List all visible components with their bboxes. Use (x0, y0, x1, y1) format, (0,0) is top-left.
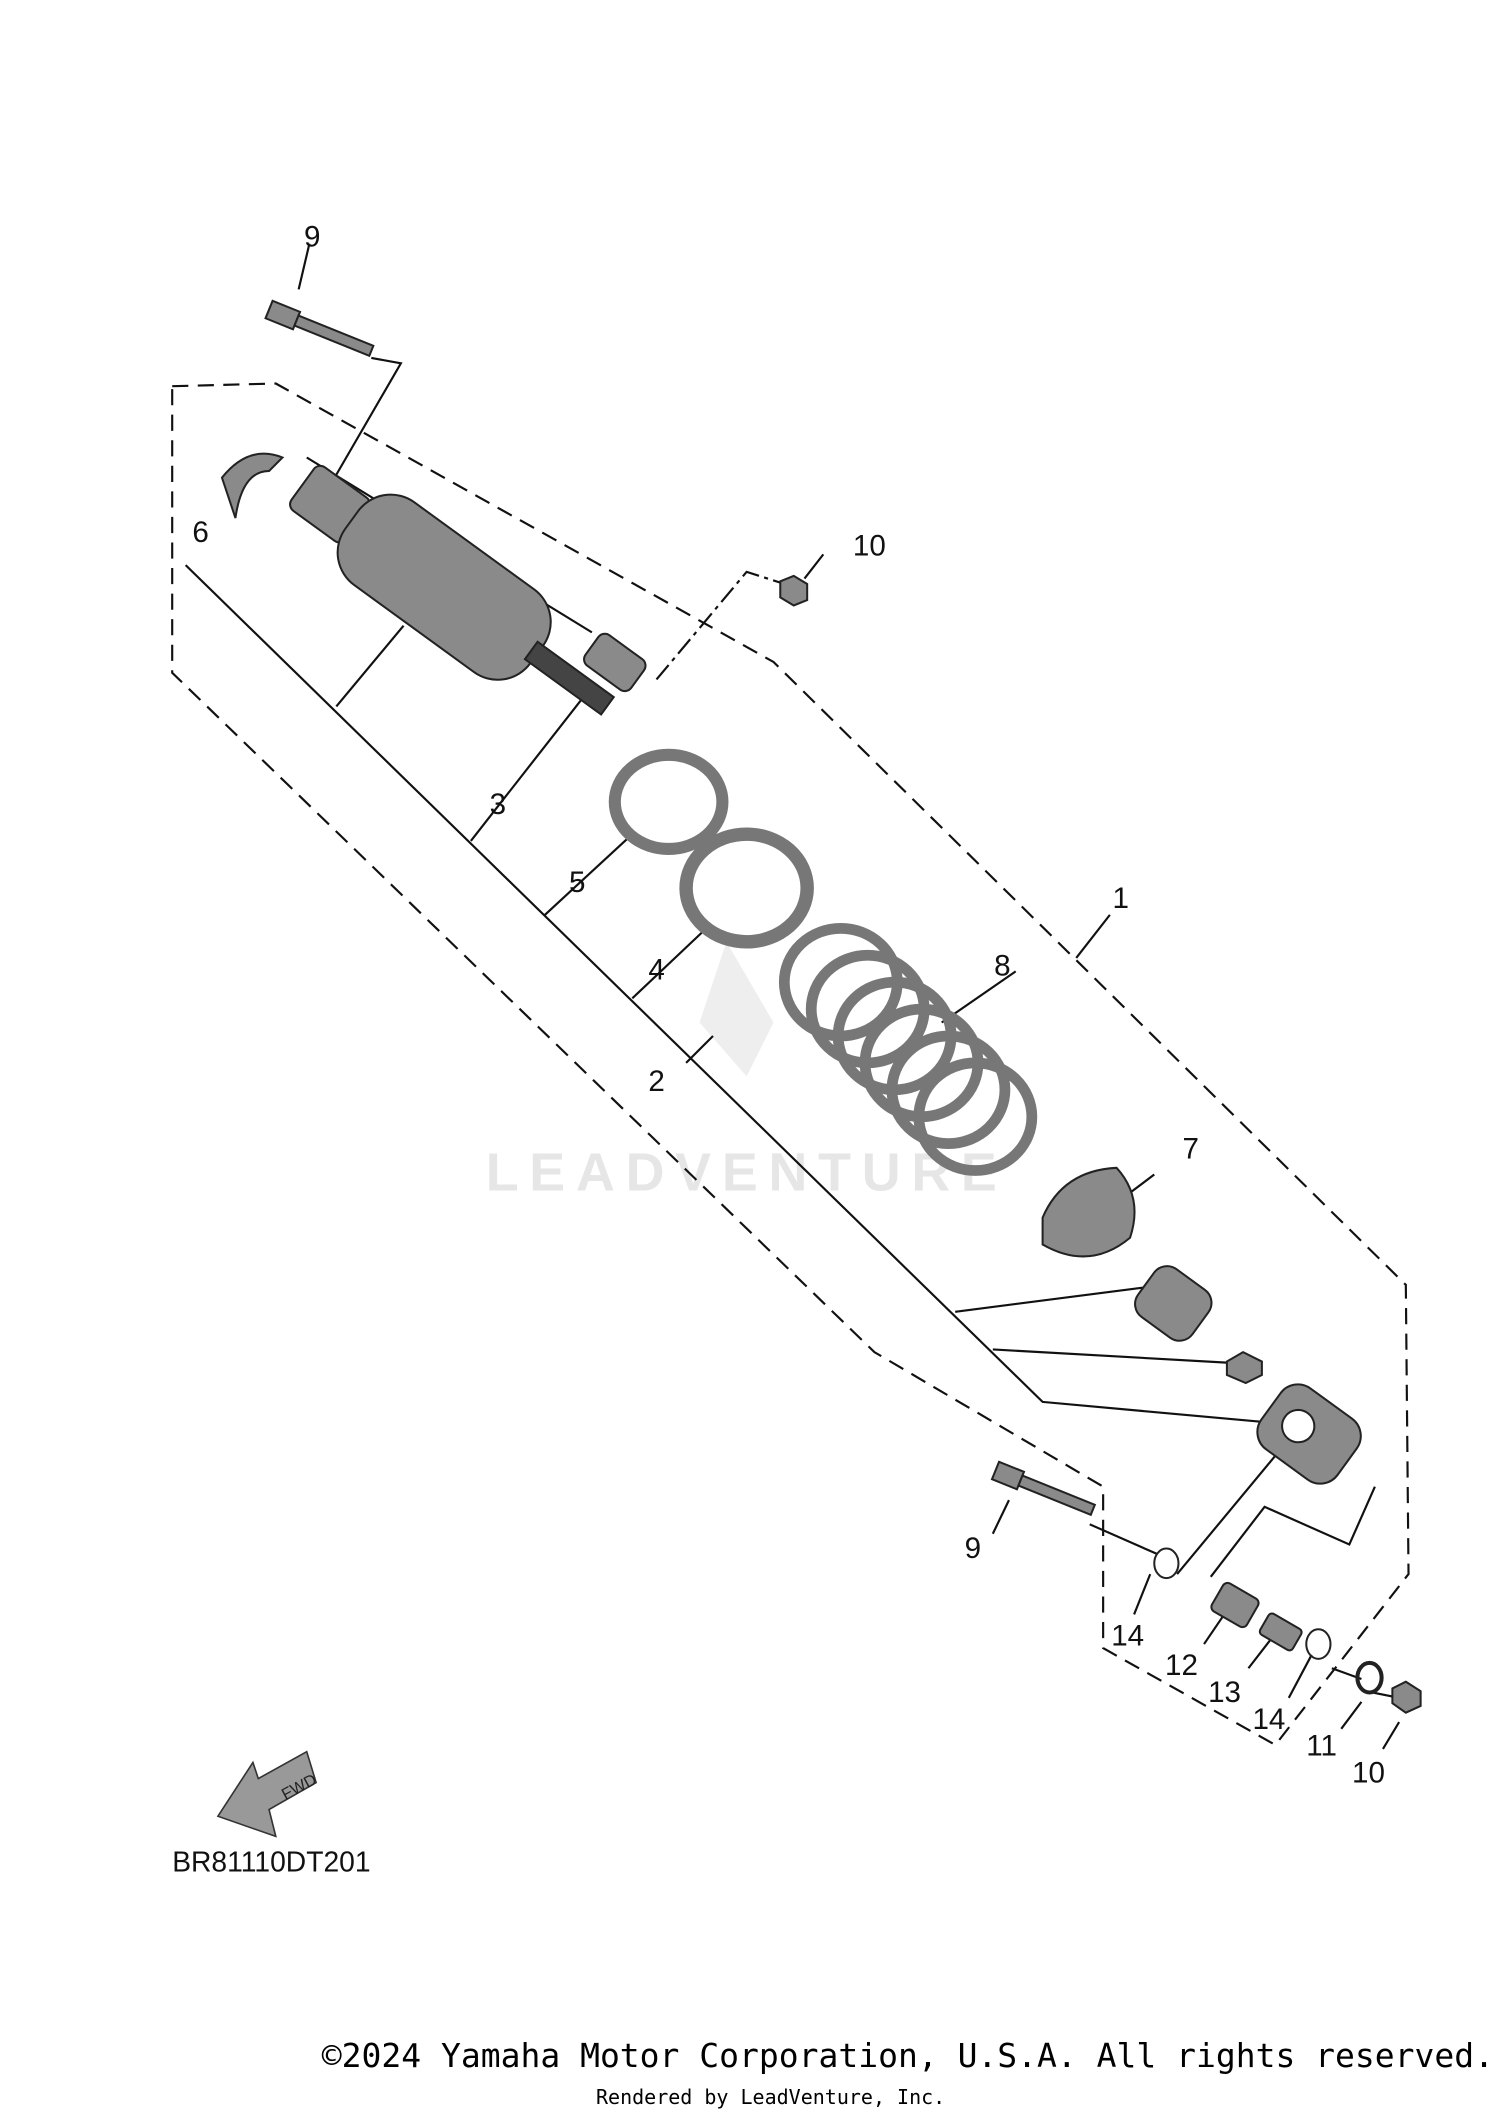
bolt-9-bottom (990, 1460, 1097, 1517)
circlip-14-a (1153, 1547, 1180, 1580)
part-5-ring-nut (608, 748, 729, 856)
washer-11 (1355, 1660, 1384, 1695)
part-3-shock-body (289, 464, 616, 716)
callout-1: 1 (1113, 882, 1129, 915)
watermark-logo (699, 941, 774, 1077)
callout-13: 13 (1208, 1676, 1241, 1709)
part-6-cover (220, 452, 285, 519)
bearing-12 (1210, 1581, 1260, 1629)
bump-stop (1134, 1265, 1213, 1342)
callout-2: 2 (648, 1065, 664, 1098)
callout-14-a: 14 (1111, 1619, 1144, 1652)
diagram-code: BR81110DT201 (172, 1845, 370, 1877)
callout-8: 8 (994, 949, 1010, 982)
part-8-spring (778, 922, 1038, 1176)
nut-10-bottom (1391, 1680, 1422, 1714)
callout-6: 6 (192, 516, 208, 549)
callout-14-b: 14 (1252, 1703, 1285, 1736)
lower-mount-eye (1256, 1383, 1362, 1485)
callout-12: 12 (1165, 1649, 1198, 1682)
callouts: 1 2 3 4 5 6 7 8 9 9 10 10 11 12 13 14 14 (192, 220, 1385, 1789)
callout-10-bottom: 10 (1352, 1757, 1385, 1790)
nut-10-top (779, 574, 809, 607)
callout-9-bottom: 9 (965, 1532, 981, 1565)
fwd-arrow-icon: FWD (216, 1750, 320, 1838)
callout-3: 3 (490, 788, 506, 821)
part-4-ring-nut (679, 827, 814, 949)
parts (220, 299, 1422, 1714)
callout-5: 5 (569, 866, 585, 899)
callout-7: 7 (1183, 1132, 1199, 1165)
callout-11: 11 (1306, 1730, 1337, 1763)
callout-10-top: 10 (853, 530, 886, 563)
collar (583, 632, 647, 693)
copyright-notice: ©2024 Yamaha Motor Corporation, U.S.A. A… (321, 2036, 1494, 2075)
callout-9-top: 9 (304, 220, 320, 253)
leader-lines (184, 243, 1401, 1750)
watermark: LEADVENTURE (486, 1143, 1008, 1203)
part-7-spring-seat (1041, 1166, 1136, 1258)
callout-4: 4 (648, 953, 664, 986)
assembly-outline (171, 382, 1410, 1747)
bolt-9-top (264, 299, 375, 358)
spacer-13 (1258, 1612, 1303, 1652)
circlip-14-b (1305, 1628, 1332, 1660)
lock-nut (1225, 1350, 1263, 1385)
rendered-by-notice: Rendered by LeadVenture, Inc. (596, 2085, 946, 2109)
